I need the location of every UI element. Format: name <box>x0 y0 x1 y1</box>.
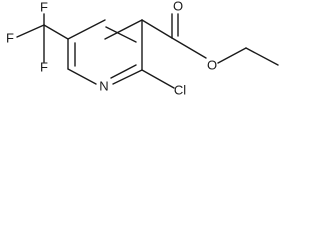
fluorine-top-label: F <box>40 0 48 14</box>
fluorine-left-label: F <box>6 30 14 45</box>
bond-cf3-f-left <box>16 24 45 38</box>
bond-ether-o-ch2 <box>217 47 247 64</box>
ring-bond-c5-c4 <box>67 19 106 40</box>
structure-diagram: F F F O O Cl N <box>6 0 279 97</box>
bond-c2-cl <box>141 69 175 89</box>
ring-nitrogen-label: N <box>99 78 108 93</box>
pyridine-ring <box>67 19 143 85</box>
chlorine-label: Cl <box>174 82 186 97</box>
ring-bond-c2-n <box>112 69 143 85</box>
bond-carbonyl-ether-o <box>171 37 207 59</box>
trifluoromethyl-group: F F F <box>6 0 69 74</box>
ether-oxygen-label: O <box>207 57 217 72</box>
ring-bond-n-c6 <box>67 68 97 85</box>
ring-double-bond-c4-c3 <box>105 26 137 43</box>
ring-double-bond-c2-n <box>110 64 137 79</box>
ring-bond-c4-c3 <box>104 19 143 40</box>
bond-c5-cf3 <box>43 24 69 40</box>
bond-c3-carbonyl <box>141 19 173 39</box>
ethyl-ester-group: O O <box>141 0 279 72</box>
fluorine-bottom-label: F <box>40 59 48 74</box>
carbonyl-oxygen-label: O <box>173 0 183 13</box>
bond-ch2-ch3 <box>245 47 279 66</box>
chlorine-substituent: Cl <box>141 69 186 97</box>
